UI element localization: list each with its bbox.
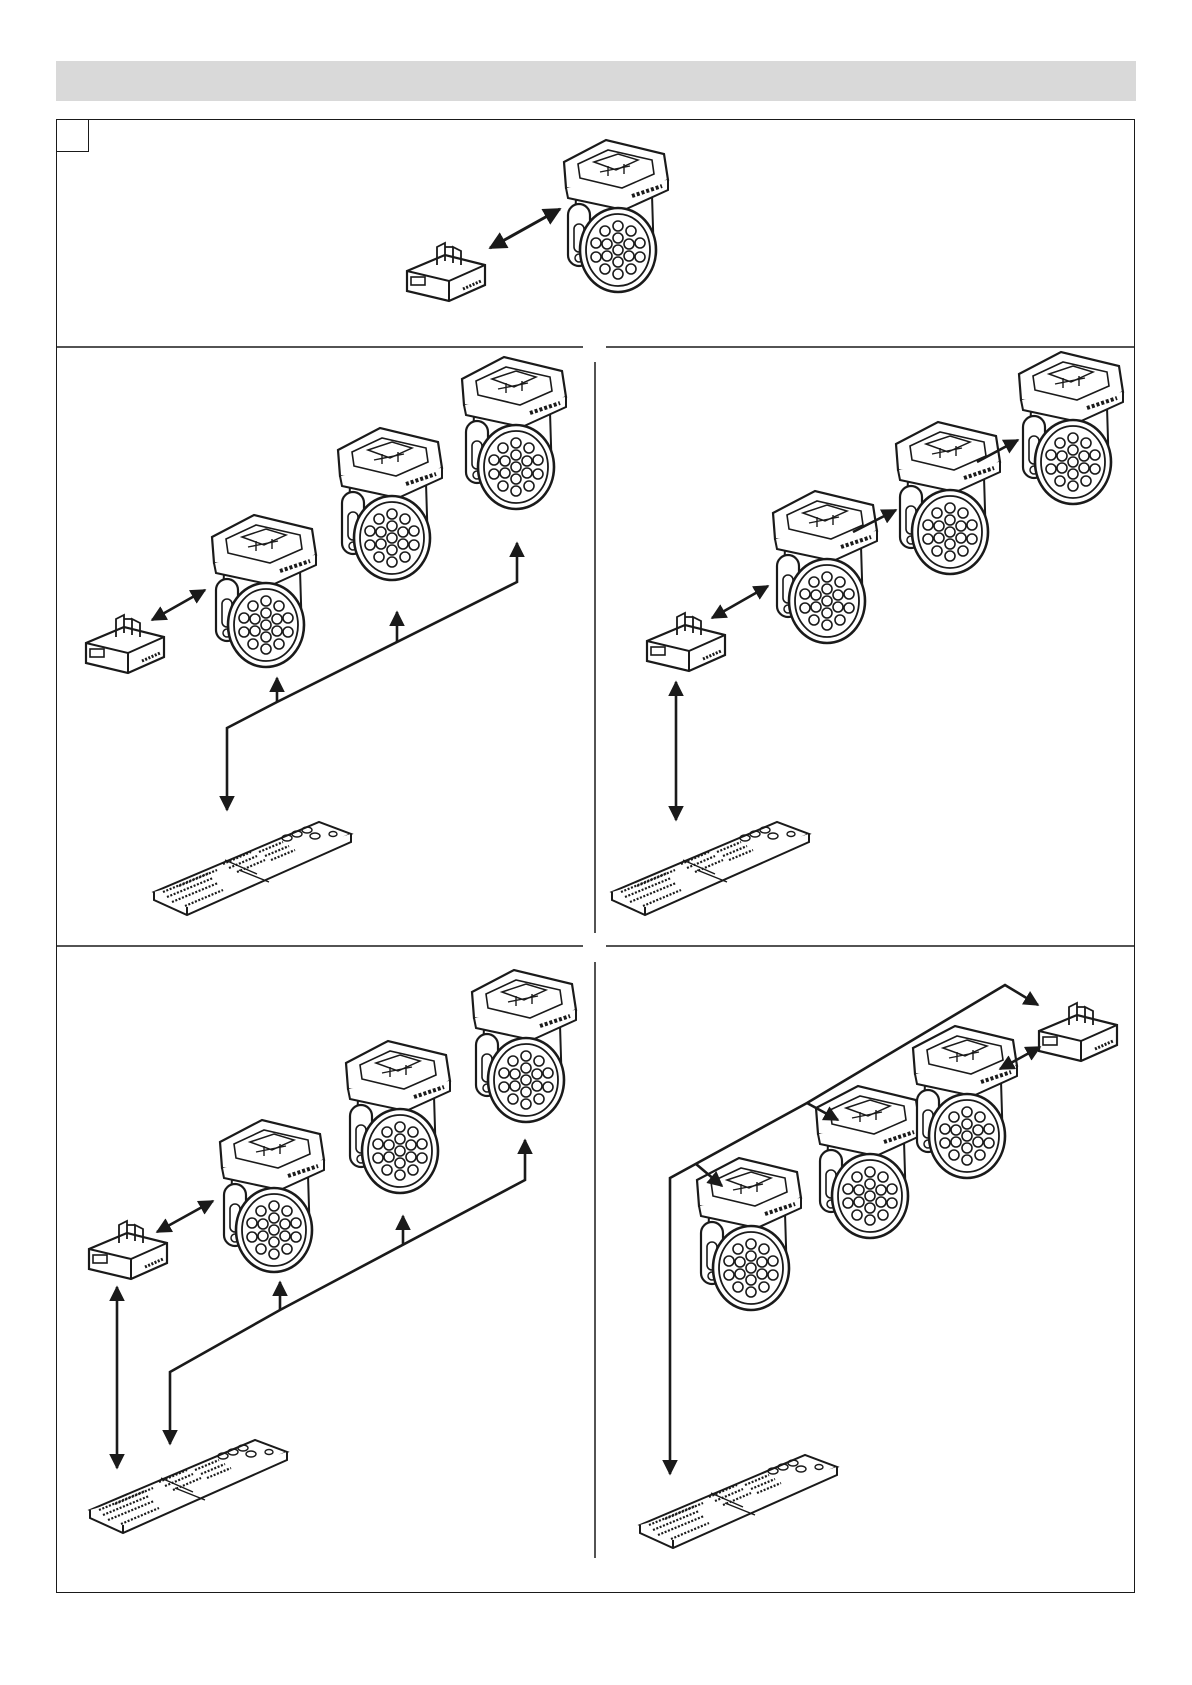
lighting-console-icon: [612, 822, 809, 915]
panel-bottom-left: [89, 970, 576, 1533]
lighting-console-icon: [90, 1440, 287, 1533]
wireless-link-arrow: [157, 1201, 213, 1232]
moving-head-icon: [564, 140, 668, 292]
moving-head-icon: [346, 1041, 450, 1193]
panel-top: [407, 140, 668, 301]
wireless-link-arrow: [712, 586, 768, 618]
moving-head-icon: [462, 357, 566, 509]
wireless-transmitter-icon: [89, 1221, 167, 1279]
wireless-link-arrow: [152, 590, 205, 620]
moving-head-icon: [338, 428, 442, 580]
moving-head-icon: [1019, 352, 1123, 504]
moving-head-icon: [773, 491, 877, 643]
wireless-transmitter-icon: [86, 615, 164, 673]
dmx-cable-lines: [117, 1140, 525, 1468]
moving-head-icon: [472, 970, 576, 1122]
wireless-transmitter-icon: [647, 613, 725, 671]
panel-bottom-right: [640, 985, 1117, 1548]
moving-head-icon: [896, 422, 1000, 574]
moving-head-icon: [816, 1086, 920, 1238]
moving-head-icon: [913, 1026, 1017, 1178]
moving-head-icon: [220, 1120, 324, 1272]
moving-head-icon: [697, 1158, 801, 1310]
moving-head-icon: [212, 515, 316, 667]
panel-middle-left: [86, 357, 566, 915]
wireless-link-arrow: [490, 209, 560, 248]
lighting-console-icon: [154, 822, 351, 915]
wireless-transmitter-icon: [1039, 1003, 1117, 1061]
panel-middle-right: [612, 352, 1123, 915]
wireless-transmitter-icon: [407, 243, 485, 301]
